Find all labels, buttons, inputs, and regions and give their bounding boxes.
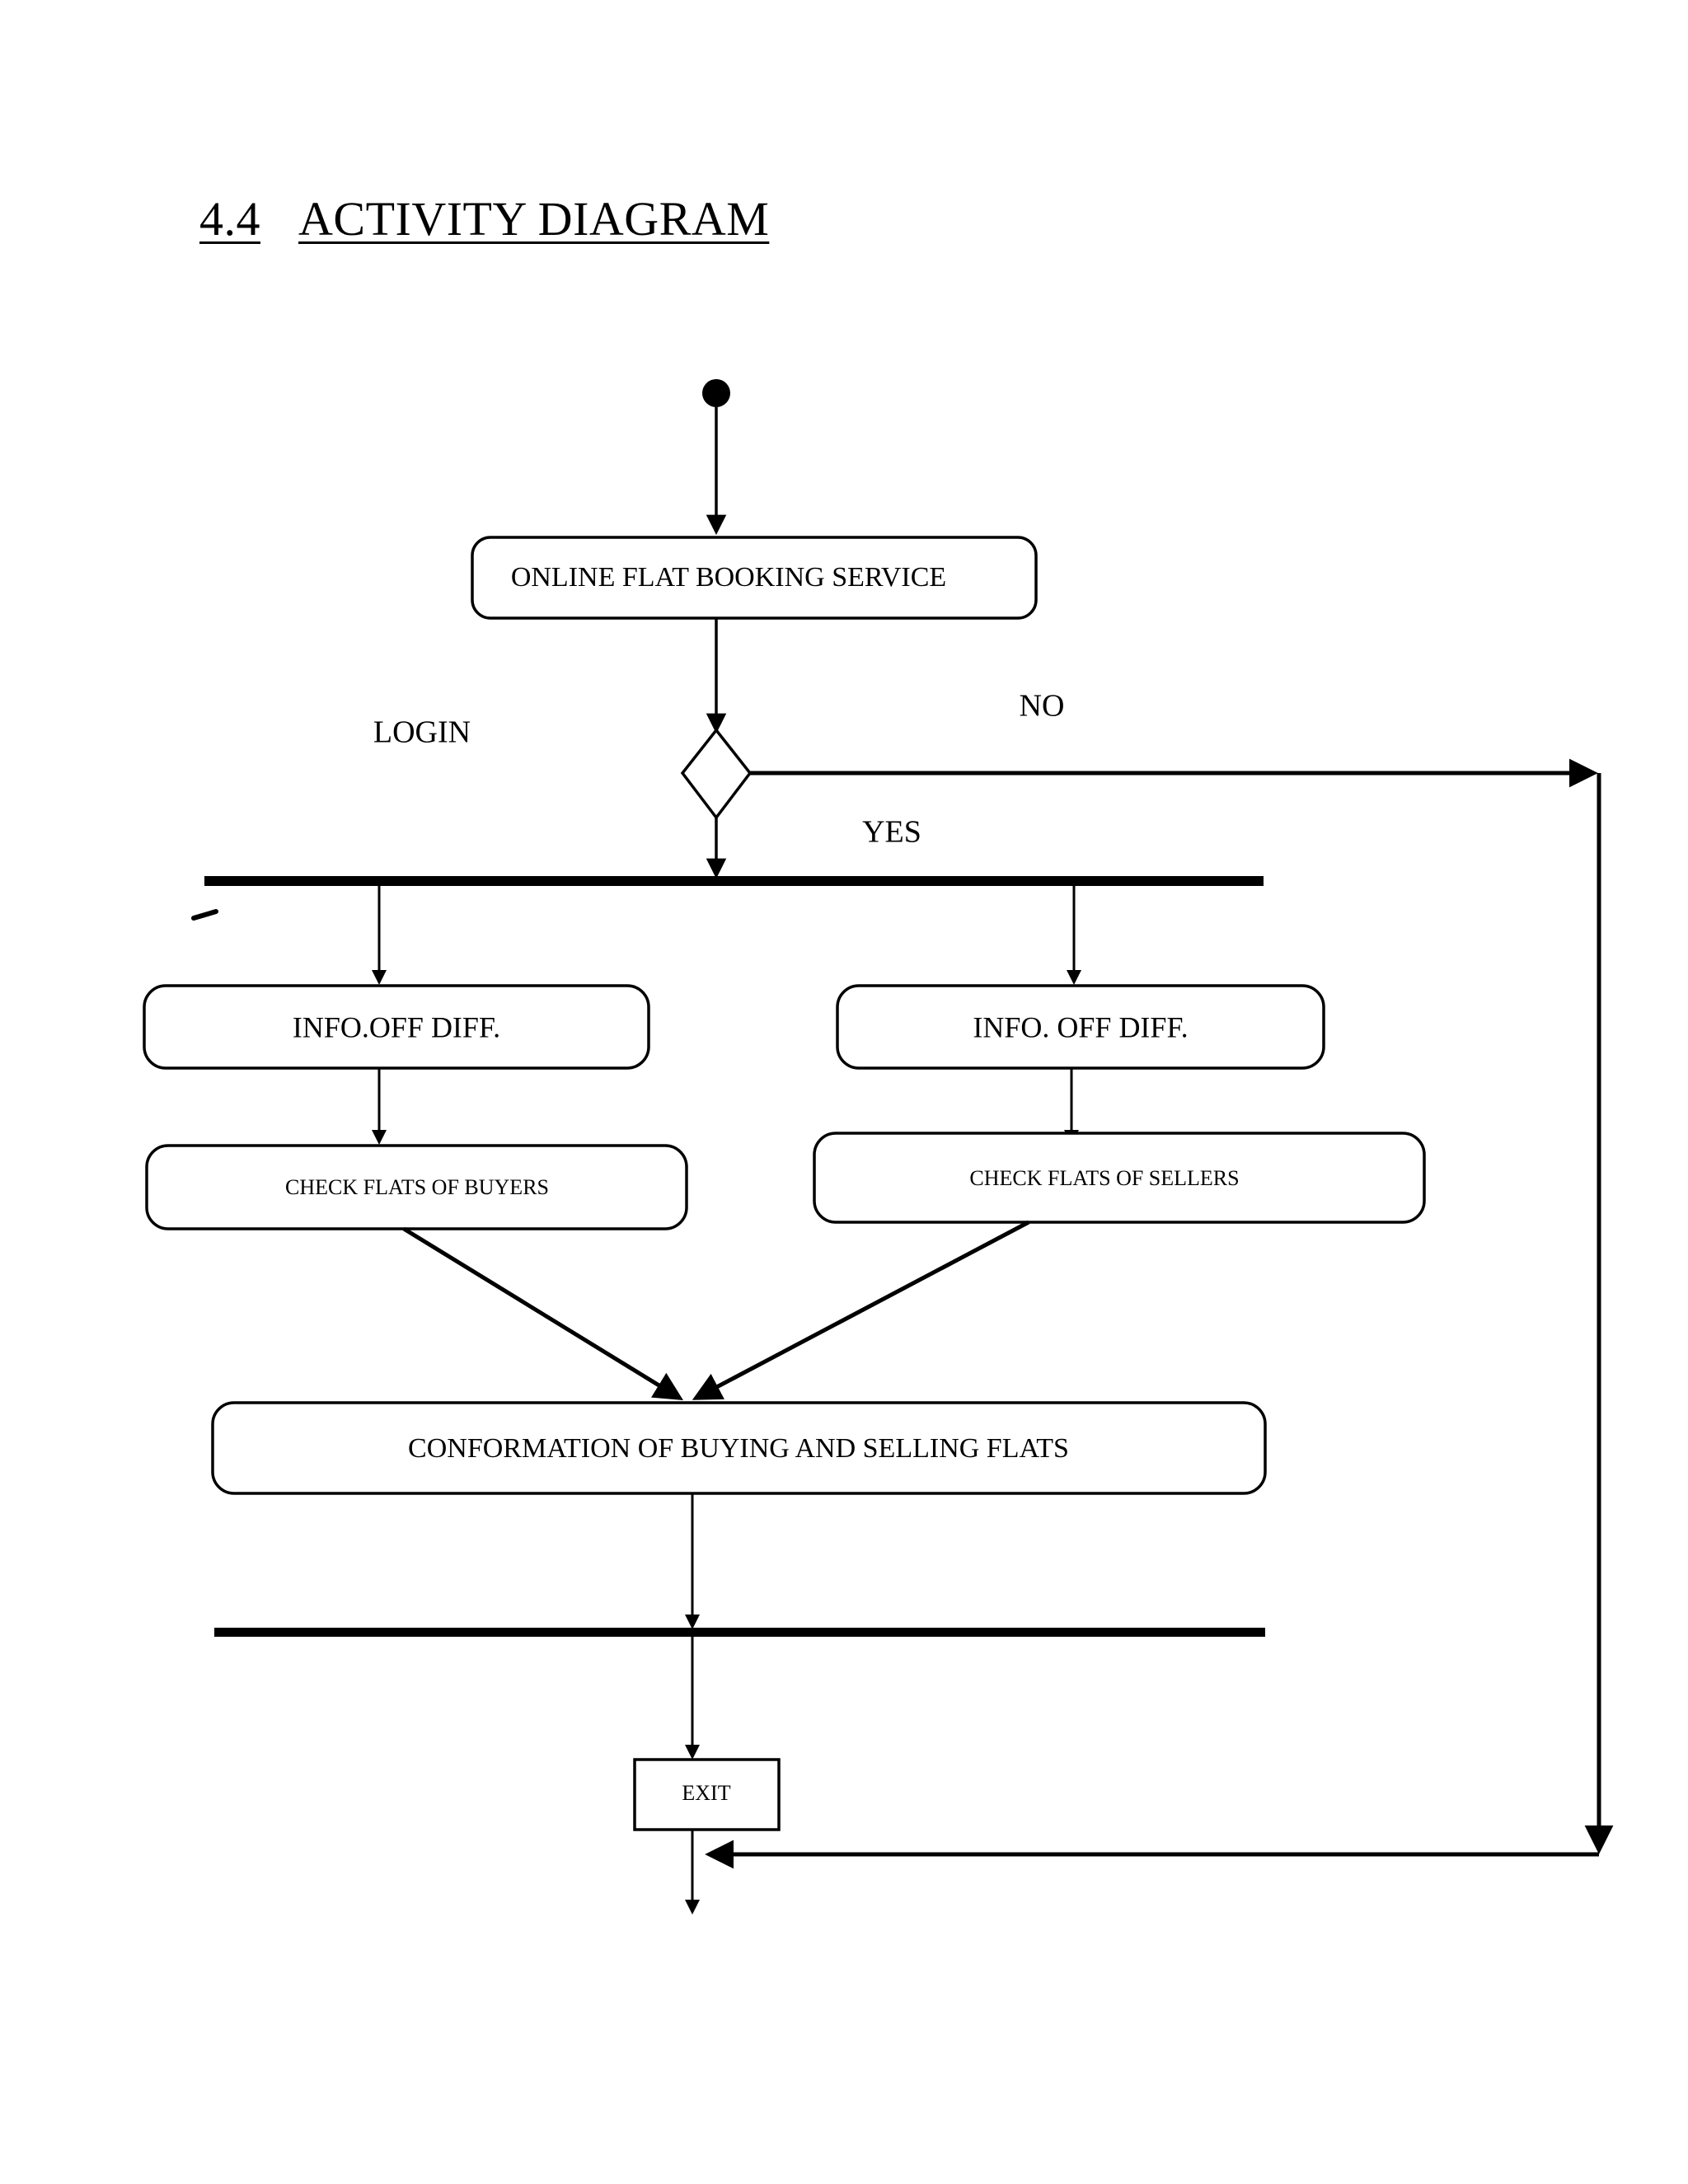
node-info-off-diff-left: INFO.OFF DIFF.: [143, 984, 650, 1070]
node-conformation: CONFORMATION OF BUYING AND SELLING FLATS: [211, 1401, 1267, 1495]
edge-buyers-to-conformation: [402, 1226, 683, 1401]
edge-label-login: LOGIN: [373, 715, 471, 750]
initial-node: [702, 379, 730, 407]
node-label-info-right: INFO. OFF DIFF.: [973, 1010, 1188, 1043]
node-info-off-diff-right: INFO. OFF DIFF.: [836, 984, 1325, 1070]
edge-label-no: NO: [1020, 689, 1065, 724]
node-check-flats-of-sellers: CHECK FLATS OF SELLERS: [813, 1132, 1426, 1224]
node-label-exit: EXIT: [682, 1781, 730, 1805]
node-label-check-buyers: CHECK FLATS OF BUYERS: [285, 1175, 549, 1199]
edge-sellers-to-conformation: [692, 1220, 1030, 1400]
join-bar-bottom: [214, 1628, 1265, 1637]
page-title: 4.4 ACTIVITY DIAGRAM: [199, 191, 769, 246]
node-label-conformation: CONFORMATION OF BUYING AND SELLING FLATS: [408, 1433, 1069, 1464]
fork-bar-top: [204, 876, 1264, 886]
stray-mark: [191, 909, 218, 921]
node-label-info-left: INFO.OFF DIFF.: [293, 1010, 500, 1043]
edge-label-yes: YES: [862, 815, 921, 850]
decision-node: [680, 728, 753, 820]
section-title: ACTIVITY DIAGRAM: [298, 192, 770, 246]
node-exit: EXIT: [633, 1758, 781, 1831]
node-online-flat-booking-service: ONLINE FLAT BOOKING SERVICE: [471, 536, 1038, 620]
section-number: 4.4: [199, 192, 260, 246]
node-label-service: ONLINE FLAT BOOKING SERVICE: [511, 562, 946, 593]
node-label-check-sellers: CHECK FLATS OF SELLERS: [969, 1166, 1239, 1190]
node-check-flats-of-buyers: CHECK FLATS OF BUYERS: [145, 1144, 688, 1230]
